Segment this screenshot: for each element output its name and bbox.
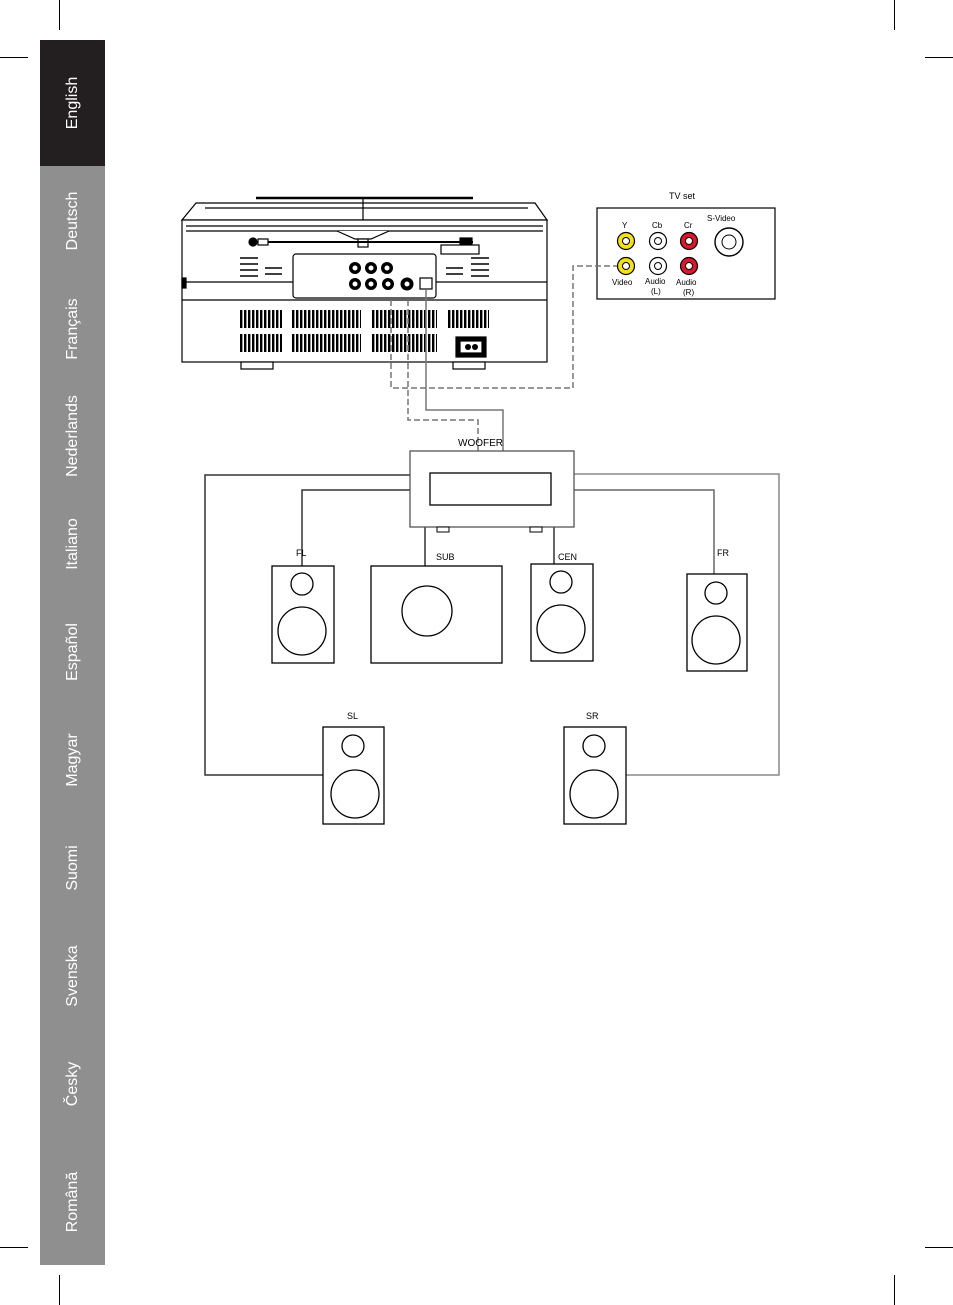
tv-label-video: Video — [612, 278, 633, 287]
tv-label-audio-r: Audio — [676, 278, 697, 287]
tv-set: TV set Y Cb Cr S-Video — [597, 191, 775, 299]
video-jack — [618, 258, 635, 275]
svideo-jack — [715, 228, 743, 256]
speaker-label-fr: FR — [717, 548, 729, 558]
speaker-label-fl: FL — [296, 548, 307, 558]
speaker-fl — [272, 566, 334, 663]
speaker-label-sr: SR — [586, 711, 599, 721]
y-jack — [618, 233, 635, 250]
tv-label-audio-r-sub: (R) — [683, 288, 694, 297]
cr-jack — [681, 233, 698, 250]
speaker-label-cen: CEN — [558, 552, 577, 562]
tv-label-cr: Cr — [684, 221, 693, 230]
main-unit — [182, 198, 547, 369]
speaker-sr — [564, 727, 626, 824]
tv-title: TV set — [669, 191, 696, 201]
speaker-sub — [371, 566, 502, 663]
speaker-fr — [687, 574, 747, 671]
cb-jack — [650, 233, 667, 250]
woofer-label: WOOFER — [458, 438, 503, 449]
audio-l-jack — [650, 258, 667, 275]
tv-label-audio-l-sub: (L) — [651, 287, 661, 296]
speaker-label-sub: SUB — [436, 552, 455, 562]
tv-label-svideo: S-Video — [707, 214, 736, 223]
fl-cable — [302, 490, 410, 566]
woofer-unit: WOOFER — [410, 438, 574, 532]
speaker-cen — [531, 564, 593, 661]
audio-r-jack — [681, 258, 698, 275]
tv-label-y: Y — [622, 221, 628, 230]
speaker-sl — [323, 727, 384, 824]
tv-label-cb: Cb — [652, 221, 663, 230]
speaker-label-sl: SL — [347, 711, 358, 721]
fr-cable — [574, 490, 714, 574]
tv-label-audio-l: Audio — [645, 277, 666, 286]
